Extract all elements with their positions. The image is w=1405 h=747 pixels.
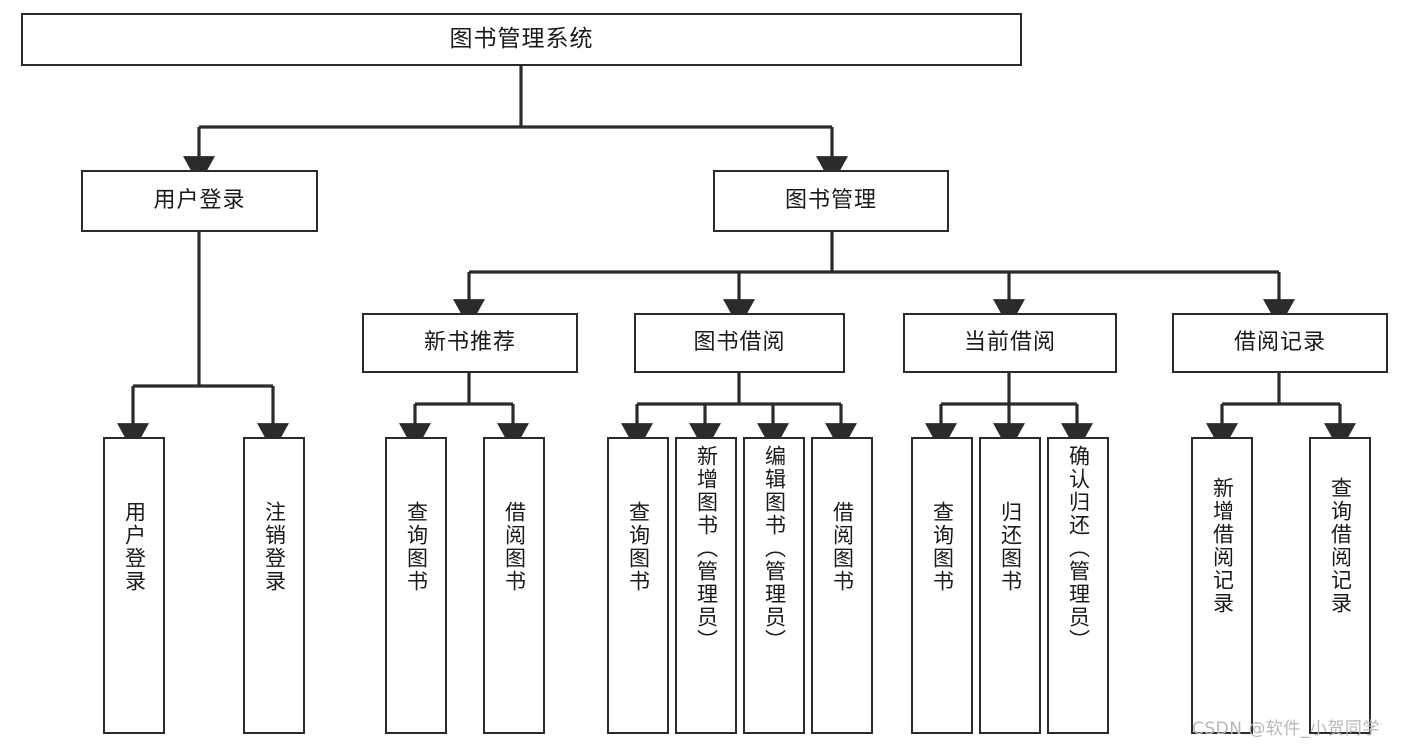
node-label: 用户登录 [122, 501, 147, 593]
node-label: 确认归还（管理员） [1066, 445, 1091, 652]
node-root-book-management-system[interactable]: 图书管理系统 [21, 13, 1022, 66]
node-label: 新书推荐 [423, 329, 516, 355]
node-leaf-return-book[interactable]: 归还图书 [979, 437, 1041, 734]
node-label: 当前借阅 [963, 329, 1056, 355]
node-label: 编辑图书（管理员） [762, 445, 787, 652]
node-leaf-query-book-recommend[interactable]: 查询图书 [385, 437, 447, 734]
node-label: 查询借阅记录 [1328, 477, 1353, 615]
node-label: 图书管理 [784, 187, 877, 213]
node-label: 借阅图书 [830, 501, 855, 593]
node-leaf-add-book-admin[interactable]: 新增图书（管理员） [675, 437, 737, 734]
node-leaf-add-borrow-record[interactable]: 新增借阅记录 [1191, 437, 1253, 734]
node-leaf-user-login[interactable]: 用户登录 [103, 437, 165, 734]
node-label: 借阅图书 [502, 501, 527, 593]
node-leaf-query-book-current[interactable]: 查询图书 [911, 437, 973, 734]
node-current-borrow[interactable]: 当前借阅 [903, 313, 1117, 373]
node-label: 用户登录 [153, 187, 246, 213]
node-label: 归还图书 [998, 501, 1023, 593]
node-leaf-query-book-borrow[interactable]: 查询图书 [607, 437, 669, 734]
csdn-watermark: CSDN @软件_小贺同学 [1192, 719, 1380, 739]
node-leaf-user-logout[interactable]: 注销登录 [243, 437, 305, 734]
node-leaf-borrow-book-recommend[interactable]: 借阅图书 [483, 437, 545, 734]
node-book-borrow[interactable]: 图书借阅 [634, 313, 845, 373]
node-label: 查询图书 [626, 501, 651, 593]
node-leaf-edit-book-admin[interactable]: 编辑图书（管理员） [743, 437, 805, 734]
node-book-management[interactable]: 图书管理 [713, 170, 949, 232]
node-label: 注销登录 [262, 501, 287, 593]
node-leaf-query-borrow-record[interactable]: 查询借阅记录 [1309, 437, 1371, 734]
node-new-book-recommend[interactable]: 新书推荐 [362, 313, 578, 373]
node-label: 查询图书 [404, 501, 429, 593]
node-label: 新增图书（管理员） [694, 445, 719, 652]
node-label: 图书借阅 [693, 329, 786, 355]
node-borrow-record[interactable]: 借阅记录 [1172, 313, 1388, 373]
node-user-login[interactable]: 用户登录 [81, 170, 318, 232]
node-label: 图书管理系统 [449, 25, 594, 52]
node-leaf-borrow-book-borrow[interactable]: 借阅图书 [811, 437, 873, 734]
node-label: 借阅记录 [1233, 329, 1326, 355]
node-label: 新增借阅记录 [1210, 477, 1235, 615]
node-leaf-confirm-return-admin[interactable]: 确认归还（管理员） [1047, 437, 1109, 734]
node-label: 查询图书 [930, 501, 955, 593]
